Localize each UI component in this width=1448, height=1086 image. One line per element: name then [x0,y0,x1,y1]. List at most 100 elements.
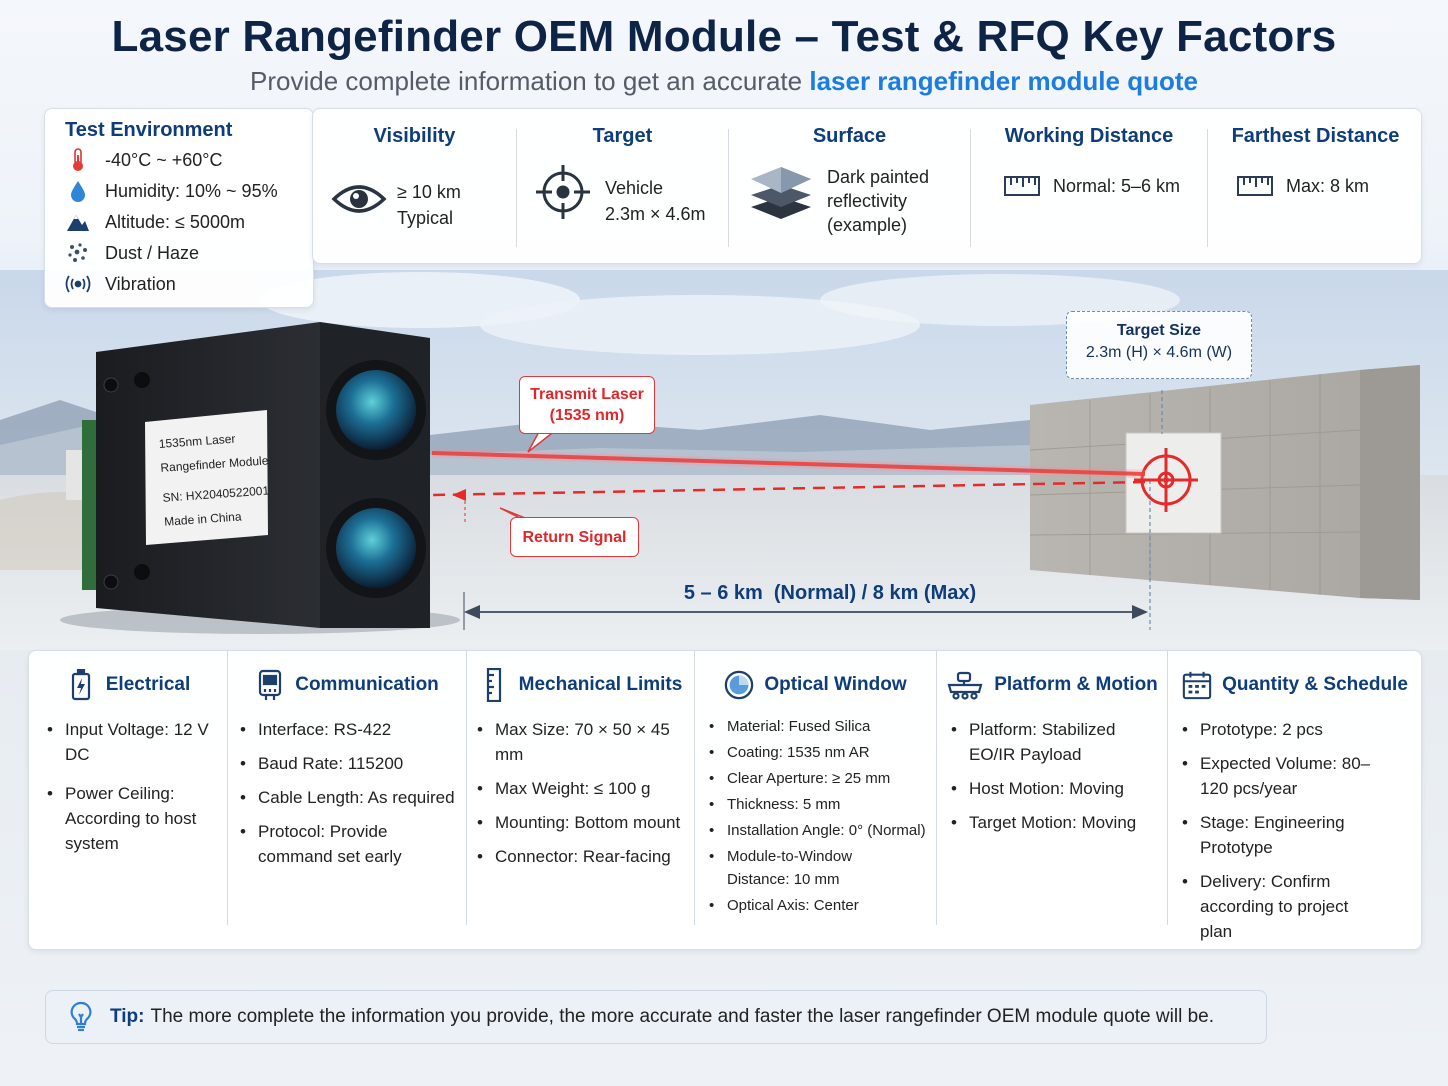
quantity-schedule-header: Quantity & Schedule [1168,669,1422,701]
communication-column: Communication Interface: RS-422 Baud Rat… [228,651,466,951]
list-item: Max Size: 70 × 50 × 45 mm [477,717,694,767]
tip-banner: Tip:The more complete the information yo… [45,990,1267,1044]
list-item: Protocol: Provide command set early [240,819,466,869]
mechanical-limits-header: Mechanical Limits [467,668,694,702]
page-title: Laser Rangefinder OEM Module – Test & RF… [111,12,1337,61]
farthest-distance-column: Farthest Distance Max: 8 km [1208,109,1423,265]
test-environment-panel: Test Environment -40°C ~ +60°C Humidity:… [44,108,314,308]
optical-window-column: Optical Window Material: Fused Silica Co… [695,651,936,951]
target-type: Vehicle [605,178,664,198]
mechanical-limits-column: Mechanical Limits Max Size: 70 × 50 × 45… [467,651,694,951]
ruler-icon [1003,173,1041,204]
env-item-text: Altitude: ≤ 5000m [105,211,245,232]
list-item: Power Ceiling: According to host system [47,781,227,856]
list-item: Target Motion: Moving [951,810,1151,835]
mechanical-limits-list: Max Size: 70 × 50 × 45 mm Max Weight: ≤ … [477,717,694,869]
list-item: Host Motion: Moving [951,776,1151,801]
target-title: Target [592,125,653,147]
quantity-schedule-list: Prototype: 2 pcs Expected Volume: 80–120… [1182,717,1382,944]
vibration-icon [65,271,91,297]
platform-motion-title: Platform & Motion [994,674,1158,695]
communication-header: Communication [228,669,466,701]
env-item-dust: Dust / Haze [65,240,199,266]
env-item-altitude: Altitude: ≤ 5000m [65,209,245,235]
column-divider [728,129,729,247]
env-item-text: -40°C ~ +60°C [105,149,223,170]
list-item: Delivery: Confirm according to project p… [1182,869,1382,944]
list-item: Clear Aperture: ≥ 25 mm [709,767,936,790]
tip-label: Tip: [110,1006,145,1027]
target-size-callout: Target Size 2.3m (H) × 4.6m (W) [1066,311,1252,379]
env-item-temperature: -40°C ~ +60°C [65,147,222,173]
visibility-title: Visibility [373,125,456,147]
top-factors-panel: Visibility ≥ 10 km Typical Target Vehicl… [312,108,1422,264]
return-signal-label: Return Signal [522,529,627,546]
list-item: Platform: Stabilized EO/IR Payload [951,717,1151,767]
visibility-column: Visibility ≥ 10 km Typical [313,109,516,265]
ruler-icon [479,668,509,702]
platform-motion-column: Platform & Motion Platform: Stabilized E… [937,651,1167,951]
dust-icon [65,240,91,266]
eye-icon [331,179,387,224]
surface-line: reflectivity [827,191,908,211]
electrical-list: Input Voltage: 12 V DC Power Ceiling: Ac… [47,717,227,856]
working-distance-value: Normal: 5–6 km [1053,176,1181,196]
visibility-note: Typical [397,208,454,228]
quantity-schedule-column: Quantity & Schedule Prototype: 2 pcs Exp… [1168,651,1422,951]
quantity-schedule-title: Quantity & Schedule [1222,674,1408,695]
target-size-value: 2.3m (H) × 4.6m (W) [1085,344,1233,361]
crosshair-icon [535,163,591,226]
list-item: Input Voltage: 12 V DC [47,717,227,767]
surface-title: Surface [812,125,887,147]
communication-title: Communication [295,674,439,695]
column-divider [516,129,517,247]
battery-icon [66,669,96,701]
optical-window-list: Material: Fused Silica Coating: 1535 nm … [709,715,936,917]
tip-message: The more complete the information you pr… [150,1006,1214,1027]
vehicle-icon [946,669,984,701]
transmit-laser-callout: Transmit Laser (1535 nm) [519,376,655,434]
column-divider [227,651,228,925]
list-item: Coating: 1535 nm AR [709,741,936,764]
list-item: Baud Rate: 115200 [240,751,466,776]
list-item: Optical Axis: Center [709,894,936,917]
return-signal-callout: Return Signal [510,517,639,557]
list-item: Expected Volume: 80–120 pcs/year [1182,751,1382,801]
column-divider [970,129,971,247]
tip-text: Tip:The more complete the information yo… [110,1006,1214,1028]
optical-window-title: Optical Window [764,674,907,695]
surface-line: Dark painted [827,167,930,187]
list-item: Stage: Engineering Prototype [1182,810,1382,860]
list-item: Max Weight: ≤ 100 g [477,776,694,801]
distance-label: 5 – 6 km (Normal) / 8 km (Max) [683,582,977,604]
droplet-icon [65,178,91,204]
communication-list: Interface: RS-422 Baud Rate: 115200 Cabl… [240,717,466,869]
column-divider [694,651,695,925]
electrical-header: Electrical [29,669,227,701]
mechanical-limits-title: Mechanical Limits [518,674,683,695]
list-item: Connector: Rear-facing [477,844,694,869]
list-item: Cable Length: As required [240,785,466,810]
ruler-icon [1236,173,1274,204]
page-subtitle: Provide complete information to get an a… [0,66,1448,97]
visibility-values: ≥ 10 km Typical [397,179,461,231]
transmit-laser-wavelength: (1535 nm) [549,407,625,424]
bottom-factors-panel: Electrical Input Voltage: 12 V DC Power … [28,650,1422,950]
list-item: Prototype: 2 pcs [1182,717,1382,742]
optical-window-header: Optical Window [695,669,936,701]
list-item: Module-to-Window Distance: 10 mm [709,845,936,891]
mountain-icon [65,209,91,235]
list-item: Thickness: 5 mm [709,793,936,816]
env-item-text: Humidity: 10% ~ 95% [105,180,278,201]
electrical-column: Electrical Input Voltage: 12 V DC Power … [29,651,227,951]
column-divider [1167,651,1168,925]
working-distance-column: Working Distance Normal: 5–6 km [971,109,1207,265]
surface-column: Surface Dark painted reflectivity (examp… [729,109,970,265]
layers-icon [749,163,813,226]
serial-port-icon [255,669,285,701]
column-divider [1207,129,1208,247]
farthest-distance-title: Farthest Distance [1231,125,1400,147]
lens-icon [724,669,754,701]
list-item: Mounting: Bottom mount [477,810,694,835]
farthest-distance-value: Max: 8 km [1286,176,1370,196]
